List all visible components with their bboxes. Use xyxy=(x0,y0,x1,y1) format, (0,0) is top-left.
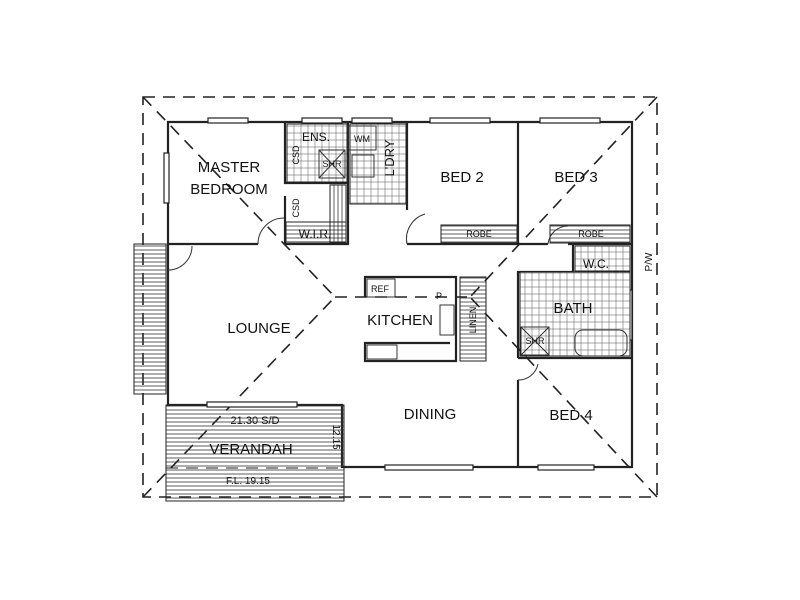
room-label-shower-2: SHR xyxy=(525,336,545,346)
room-label-bed2: BED 2 xyxy=(440,169,483,186)
room-label-robe-2: ROBE xyxy=(578,229,604,239)
room-label-verandah: VERANDAH xyxy=(209,441,292,458)
room-label-bed4: BED 4 xyxy=(549,407,592,424)
room-label-kitchen: KITCHEN xyxy=(367,312,433,329)
verandah-width-label: 12.15 xyxy=(330,424,341,449)
room-label-bed3: BED 3 xyxy=(554,169,597,186)
room-label-laundry: L'DRY xyxy=(382,139,397,176)
verandah-sd-label: 21.30 S/D xyxy=(231,415,280,427)
room-label-csd-1: CSD xyxy=(291,145,301,165)
room-label-ensuite: ENS. xyxy=(302,130,330,144)
room-label-lounge: LOUNGE xyxy=(227,320,290,337)
room-label-master-2: BEDROOM xyxy=(190,181,268,198)
room-label-dining: DINING xyxy=(404,406,457,423)
boundary-label: P/W xyxy=(644,252,655,271)
room-label-linen: LINEN xyxy=(468,307,478,334)
room-label-wir: W.I.R. xyxy=(299,227,332,241)
exterior-walls xyxy=(163,117,634,471)
room-label-master: MASTER xyxy=(198,159,261,176)
room-label-wc: W.C. xyxy=(583,257,609,271)
room-label-robe-1: ROBE xyxy=(466,229,492,239)
floor-level-label: F.L. 19.15 xyxy=(226,476,270,487)
room-labels: MASTER BEDROOM ENS. WM L'DRY CSD CSD SHR… xyxy=(190,130,655,487)
room-label-pantry: P xyxy=(436,291,442,301)
room-label-ref: REF xyxy=(371,284,390,294)
room-label-shower-1: SHR xyxy=(322,159,342,169)
stairs xyxy=(133,243,167,395)
room-label-csd-2: CSD xyxy=(291,198,301,218)
room-label-wm: WM xyxy=(354,134,370,144)
verandah xyxy=(165,401,345,502)
interior-walls xyxy=(167,122,632,467)
kitchen-bench xyxy=(363,275,487,363)
room-label-bath: BATH xyxy=(554,300,593,317)
